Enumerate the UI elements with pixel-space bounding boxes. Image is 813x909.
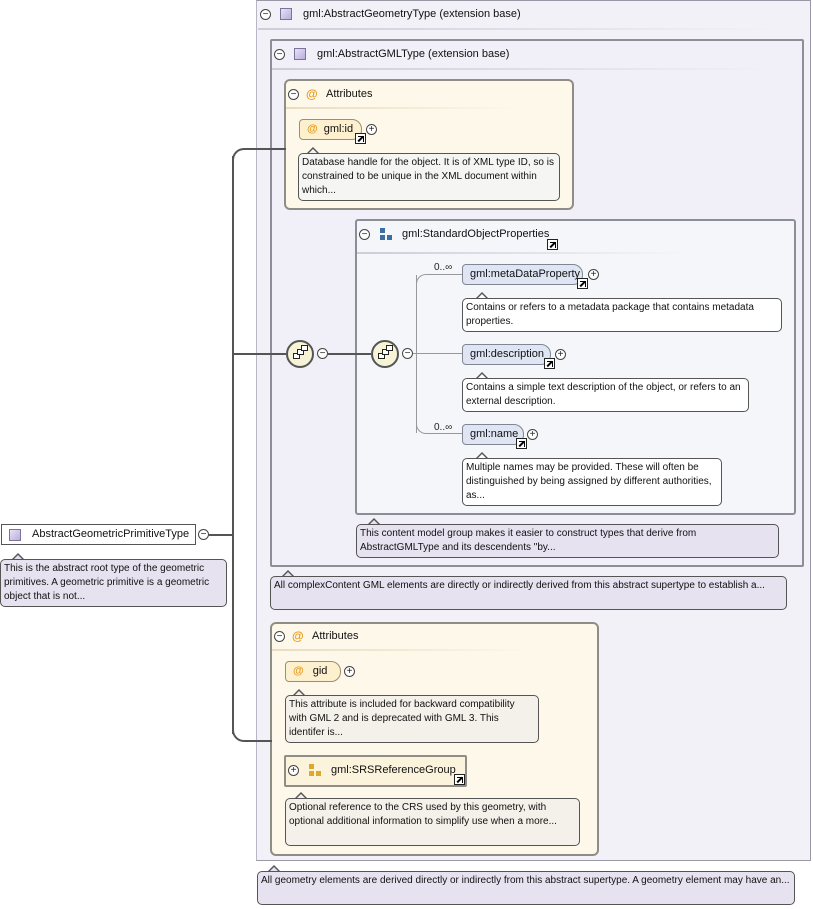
connector — [416, 275, 417, 433]
gml-type-rule — [272, 68, 772, 70]
sequence-compositor-icon[interactable] — [371, 340, 399, 368]
connector — [209, 534, 233, 536]
geometry-type-note: All geometry elements are derived direct… — [257, 871, 795, 905]
attribute-icon: @ — [307, 123, 318, 135]
connector-curve-top — [232, 148, 286, 162]
collapse-sequence-icon[interactable]: − — [317, 348, 328, 359]
connector-curve-bottom — [416, 424, 462, 434]
gid-note: This attribute is included for backward … — [285, 695, 539, 743]
name-note: Multiple names may be provided. These wi… — [462, 458, 722, 506]
sequence-compositor-icon[interactable] — [286, 340, 314, 368]
connector — [411, 353, 463, 354]
connector — [232, 353, 286, 355]
gml-id-label: gml:id — [323, 123, 354, 135]
attributes-title: Attributes — [326, 88, 373, 100]
collapse-attributes-icon[interactable]: − — [274, 631, 285, 642]
gml-id-note: Database handle for the object. It is of… — [298, 153, 560, 201]
attribute-icon: @ — [306, 87, 318, 101]
complex-type-icon — [9, 529, 21, 541]
collapse-attributes-icon[interactable]: − — [288, 89, 299, 100]
cardinality-label: 0..∞ — [434, 422, 453, 433]
expand-name-icon[interactable]: + — [527, 429, 538, 440]
cardinality-label: 0..∞ — [434, 262, 453, 273]
std-props-rule — [357, 252, 687, 254]
connector-curve-top — [416, 274, 462, 284]
link-arrow-icon[interactable] — [454, 774, 465, 785]
attributes-rule — [272, 649, 532, 651]
gml-type-title: gml:AbstractGMLType (extension base) — [317, 48, 510, 60]
attribute-icon: @ — [292, 629, 304, 643]
expand-gid-icon[interactable]: + — [344, 666, 355, 677]
std-props-note: This content model group makes it easier… — [356, 524, 779, 558]
srs-note: Optional reference to the CRS used by th… — [285, 798, 580, 846]
metadata-property-element[interactable]: gml:metaDataProperty — [462, 264, 583, 285]
expand-srs-icon[interactable]: + — [288, 765, 299, 776]
root-type-label: AbstractGeometricPrimitiveType — [32, 528, 190, 540]
std-props-title: gml:StandardObjectProperties — [402, 228, 550, 240]
description-note: Contains a simple text description of th… — [462, 378, 749, 412]
connector-curve-bottom — [232, 728, 272, 742]
attribute-icon: @ — [293, 665, 304, 677]
link-arrow-icon[interactable] — [544, 358, 555, 369]
attributes-rule — [286, 107, 516, 109]
srs-label: gml:SRSReferenceGroup — [331, 764, 456, 776]
link-arrow-icon[interactable] — [355, 133, 366, 144]
collapse-gml-type-icon[interactable]: − — [274, 49, 285, 60]
gid-attribute[interactable]: @ gid — [285, 661, 341, 682]
gml-id-attribute[interactable]: @ gml:id — [299, 119, 362, 140]
root-type-element[interactable]: AbstractGeometricPrimitiveType — [1, 524, 196, 545]
expand-gml-id-icon[interactable]: + — [366, 124, 377, 135]
collapse-std-props-icon[interactable]: − — [359, 229, 370, 240]
attributes-title: Attributes — [312, 630, 359, 642]
collapse-sequence-icon[interactable]: − — [402, 348, 413, 359]
root-type-note: This is the abstract root type of the ge… — [0, 559, 227, 607]
link-arrow-icon[interactable] — [516, 438, 527, 449]
geometry-type-title: gml:AbstractGeometryType (extension base… — [303, 8, 521, 20]
connector — [232, 156, 234, 734]
complex-type-icon — [280, 8, 292, 20]
link-arrow-icon[interactable] — [547, 239, 558, 250]
srs-reference-group[interactable] — [284, 755, 467, 787]
connector — [328, 353, 371, 355]
group-icon — [380, 228, 392, 240]
metadata-property-note: Contains or refers to a metadata package… — [462, 298, 782, 332]
geometry-type-rule — [258, 28, 778, 30]
attribute-group-icon — [309, 764, 321, 776]
name-element[interactable]: gml:name — [462, 424, 524, 445]
gid-label: gid — [312, 665, 328, 677]
link-arrow-icon[interactable] — [577, 278, 588, 289]
complex-type-icon — [294, 48, 306, 60]
expand-metadata-icon[interactable]: + — [588, 269, 599, 280]
collapse-geometry-type-icon[interactable]: − — [260, 9, 271, 20]
collapse-root-icon[interactable]: − — [198, 529, 209, 540]
gml-type-note: All complexContent GML elements are dire… — [270, 576, 787, 610]
description-element[interactable]: gml:description — [462, 344, 551, 365]
expand-description-icon[interactable]: + — [555, 349, 566, 360]
